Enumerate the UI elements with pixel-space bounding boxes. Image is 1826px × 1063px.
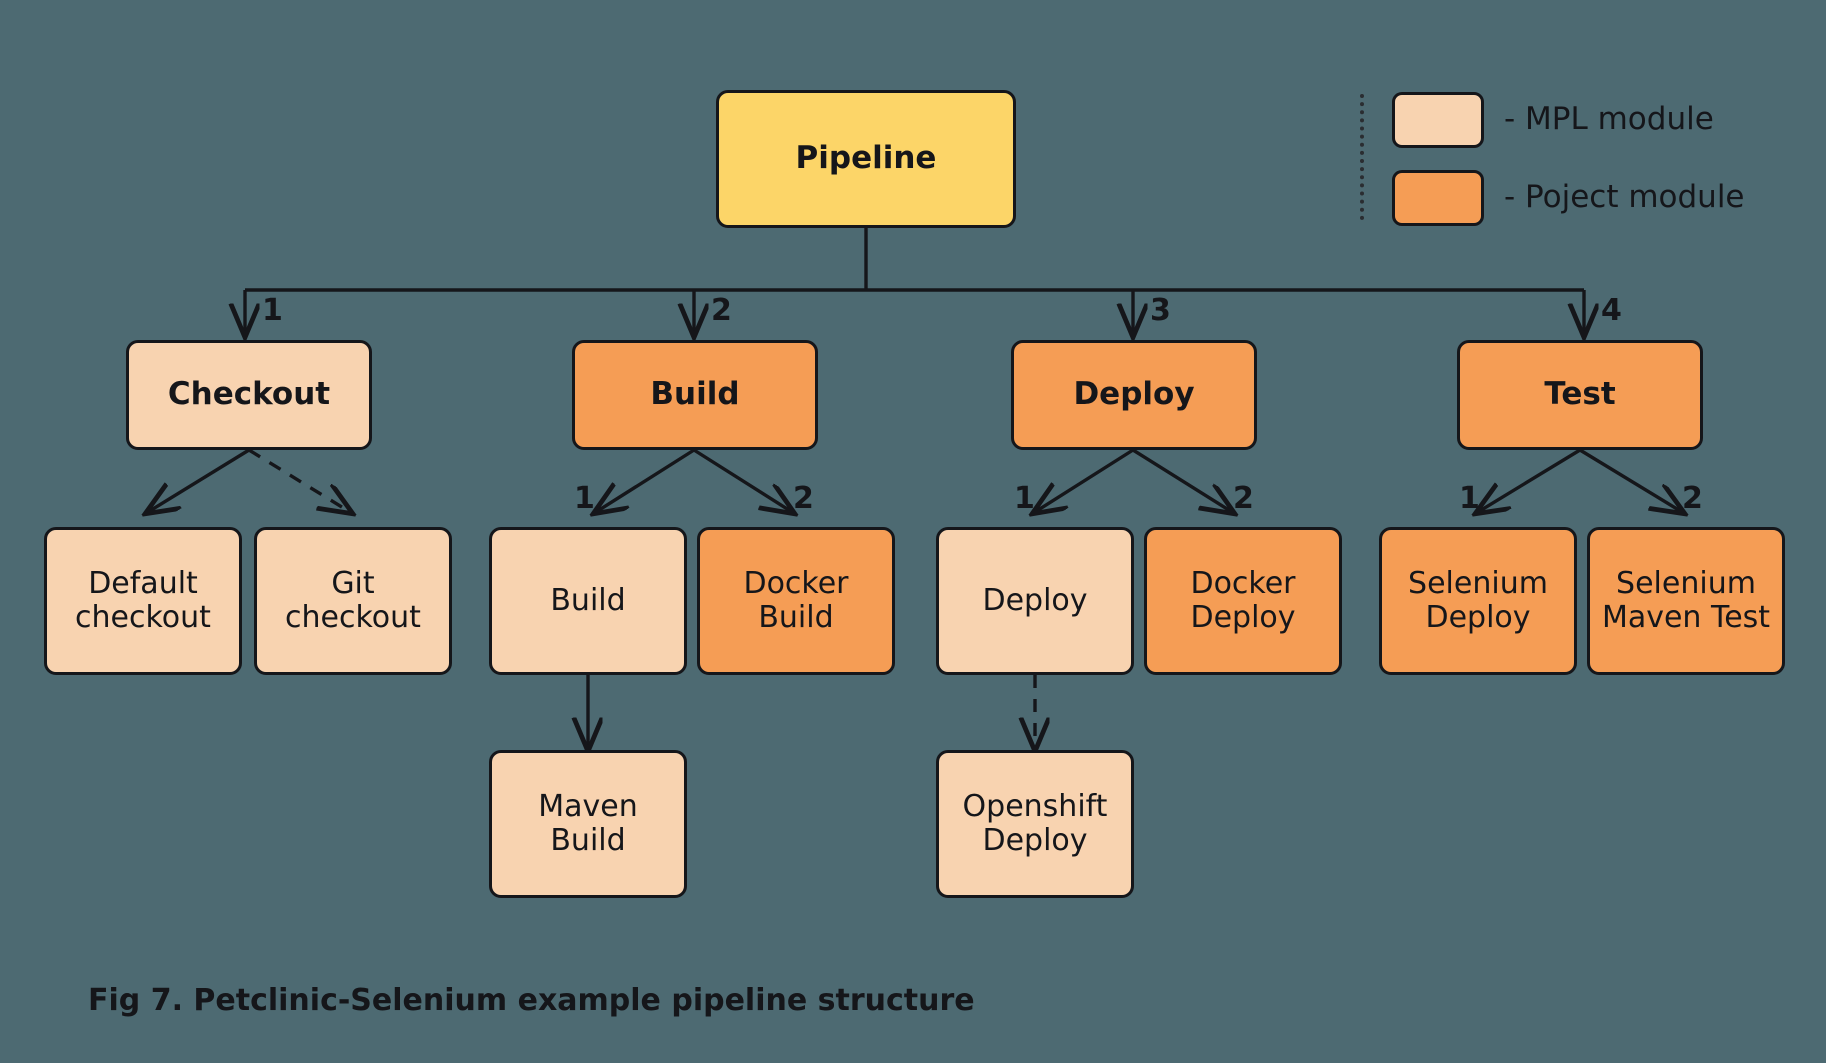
node-docker-build[interactable]: Docker Build: [697, 527, 895, 675]
node-default-checkout[interactable]: Default checkout: [44, 527, 242, 675]
node-test[interactable]: Test: [1457, 340, 1703, 450]
legend-swatch-project-module: [1392, 170, 1484, 226]
node-build-child[interactable]: Build: [489, 527, 687, 675]
figure-caption: Fig 7. Petclinic-Selenium example pipeli…: [88, 983, 975, 1018]
edge-index-test-child-2: 2: [1682, 481, 1703, 516]
edge-index-deploy-child-2: 2: [1233, 481, 1254, 516]
edge-checkout-to-default-checkout: [148, 448, 250, 512]
edge-index-build: 2: [711, 293, 732, 328]
edge-build-to-build: [596, 448, 695, 512]
node-checkout[interactable]: Checkout: [126, 340, 372, 450]
node-git-checkout[interactable]: Git checkout: [254, 527, 452, 675]
legend-label-mpl-module: - MPL module: [1504, 101, 1714, 137]
legend-swatch-mpl-module: [1392, 92, 1484, 148]
node-build[interactable]: Build: [572, 340, 818, 450]
node-selenium-maven-test[interactable]: Selenium Maven Test: [1587, 527, 1785, 675]
node-selenium-deploy[interactable]: Selenium Deploy: [1379, 527, 1577, 675]
node-maven-build[interactable]: Maven Build: [489, 750, 687, 898]
node-openshift-deploy[interactable]: Openshift Deploy: [936, 750, 1134, 898]
edge-test-to-selenium-maven-test: [1579, 448, 1682, 512]
edge-index-build-child-2: 2: [793, 481, 814, 516]
edge-test-to-selenium-deploy: [1478, 448, 1581, 512]
edge-checkout-to-git-checkout: [248, 448, 350, 512]
legend-divider-dotted: [1360, 94, 1364, 220]
node-deploy[interactable]: Deploy: [1011, 340, 1257, 450]
legend-label-project-module: - Poject module: [1504, 179, 1745, 215]
edge-index-build-child-1: 1: [574, 481, 595, 516]
edge-index-test: 4: [1601, 293, 1622, 328]
edge-index-checkout: 1: [262, 293, 283, 328]
edge-deploy-to-deploy: [1035, 448, 1134, 512]
edge-index-deploy-child-1: 1: [1014, 481, 1035, 516]
edge-deploy-to-docker-deploy: [1132, 448, 1232, 512]
edge-build-to-docker-build: [693, 448, 792, 512]
node-pipeline[interactable]: Pipeline: [716, 90, 1016, 228]
edge-index-deploy: 3: [1150, 293, 1171, 328]
node-deploy-child[interactable]: Deploy: [936, 527, 1134, 675]
edge-index-test-child-1: 1: [1459, 481, 1480, 516]
node-docker-deploy[interactable]: Docker Deploy: [1144, 527, 1342, 675]
